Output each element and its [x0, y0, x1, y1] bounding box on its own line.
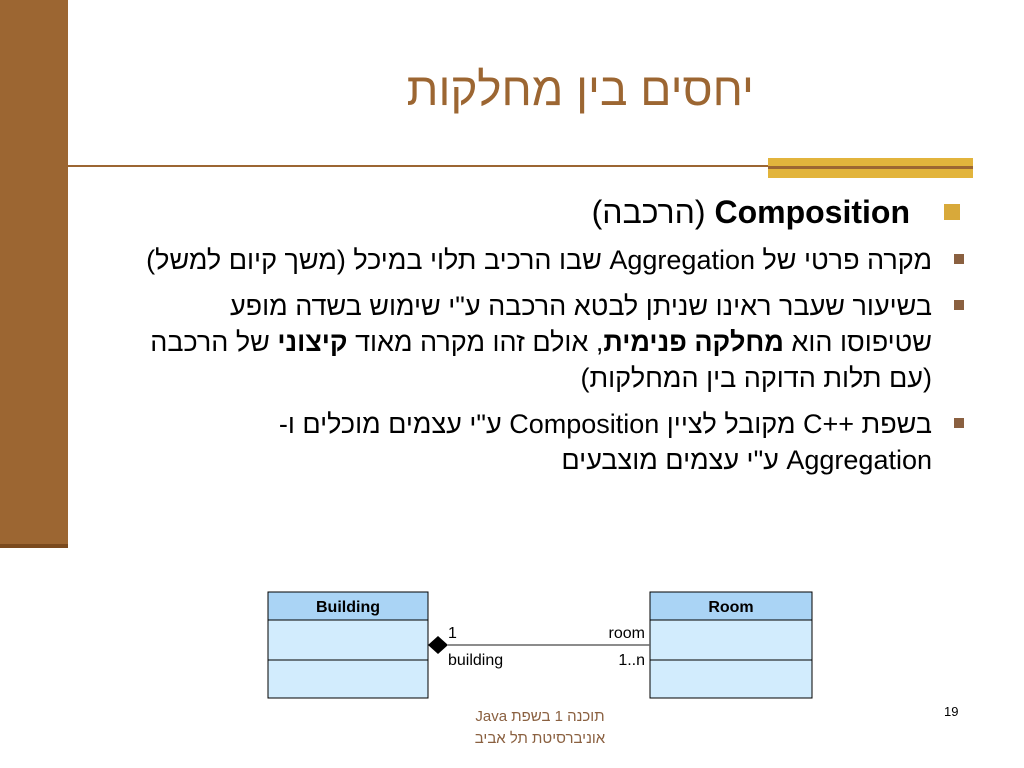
building-attributes [267, 619, 429, 661]
sub-bullet-3: בשפת C++ מקובל לציין Composition ע"י עצמ… [146, 406, 966, 478]
slide-title: יחסים בין מחלקות [406, 63, 754, 115]
sub-bullet-1-part1: מקרה פרטי של [755, 245, 933, 275]
composition-diamond-icon [428, 636, 448, 654]
sub-bullet-2-bold1: מחלקה פנימית [603, 327, 784, 357]
heading-bullet: Composition (הרכבה) [146, 188, 966, 236]
sub-bullet-3-cpp: C++ [803, 409, 855, 439]
square-bullet-icon [944, 204, 960, 220]
square-bullet-icon [954, 300, 964, 310]
slide-content: Composition (הרכבה) מקרה פרטי של Aggrega… [146, 188, 966, 488]
uml-class-room[interactable]: Room [649, 591, 813, 699]
title-accent-line [768, 166, 973, 169]
sub-bullet-3-part4: ע"י עצמים מוצבעים [561, 445, 787, 475]
heading-english: Composition [714, 194, 910, 230]
left-decor-bar [0, 0, 68, 548]
left-multiplicity: 1 [448, 625, 457, 642]
sub-bullet-1-part2: שבו הרכיב תלוי במיכל (משך קיום למשל) [146, 245, 610, 275]
sub-bullet-3-part2: מקובל לציין [659, 409, 803, 439]
heading-hebrew: (הרכבה) [591, 194, 706, 230]
square-bullet-icon [954, 254, 964, 264]
room-class-name: Room [708, 599, 753, 616]
title-rule [42, 165, 972, 167]
sub-bullet-2-bold2: קיצוני [277, 327, 348, 357]
sub-bullet-3-part1: בשפת [854, 409, 932, 439]
footer-university: אוניברסיטת תל אביב [474, 730, 606, 747]
sub-bullet-3-composition: Composition [509, 409, 660, 439]
sub-bullet-2: בשיעור שעבר ראינו שניתן לבטא הרכבה ע"י ש… [146, 288, 966, 396]
right-multiplicity: 1..n [618, 652, 645, 669]
building-class-name: Building [316, 599, 380, 616]
sub-bullet-1: מקרה פרטי של Aggregation שבו הרכיב תלוי … [146, 242, 966, 278]
room-attributes [649, 619, 813, 661]
left-decor-bar-edge [0, 544, 68, 548]
sub-bullet-3-aggregation: Aggregation [786, 445, 932, 475]
room-header [649, 591, 813, 621]
square-bullet-icon [954, 418, 964, 428]
uml-class-building[interactable]: Building [267, 591, 429, 699]
footer-course: תוכנה 1 בשפת Java [475, 708, 605, 725]
sub-bullet-3-part3: ע"י עצמים מוכלים ו- [278, 409, 510, 439]
building-operations [267, 659, 429, 699]
right-role: room [609, 625, 645, 642]
sub-bullet-2-part1: בשיעור שעבר ראינו שניתן לבטא הרכבה ע"י ש… [229, 291, 932, 357]
room-operations [649, 659, 813, 699]
page-number: 19 [944, 704, 959, 719]
sub-bullet-2-part2: , אולם זהו מקרה מאוד [347, 327, 604, 357]
sub-bullet-1-term: Aggregation [609, 245, 755, 275]
slide-footer: תוכנה 1 בשפת Java אוניברסיטת תל אביב [420, 706, 660, 750]
sub-bullet-2-part3: של הרכבה (עם תלות הדוקה בין המחלקות) [150, 327, 932, 393]
building-header [267, 591, 429, 621]
left-role: building [448, 652, 503, 669]
